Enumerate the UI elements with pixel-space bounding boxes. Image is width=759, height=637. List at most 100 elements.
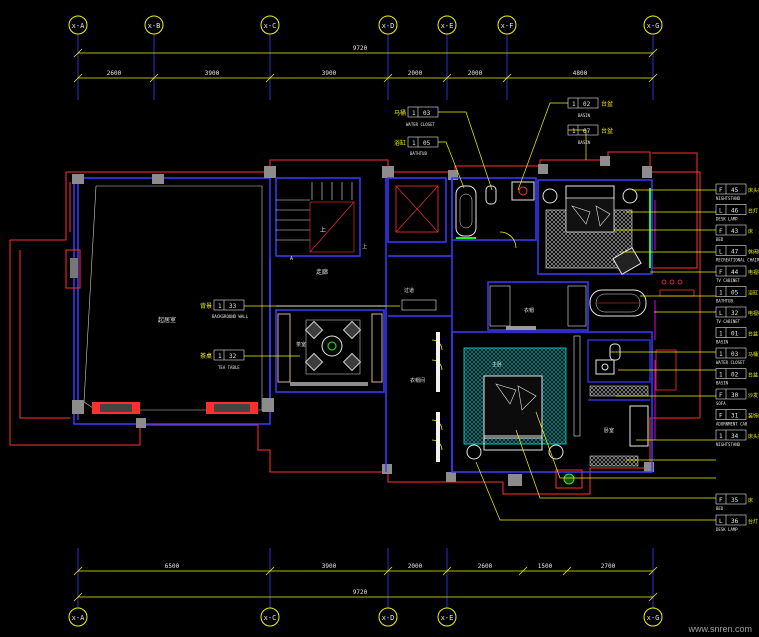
staircase [275,177,361,257]
callout-tags-right: F45床头柜NIGHTSTANDL46台灯DESK LAMPF43床BEDL47… [715,183,759,447]
callout-code: 45 [731,187,739,194]
top-axis-grid [77,34,654,100]
axis-bubble: x-A [68,607,88,627]
callout-cn: 床头柜 [748,433,759,440]
callout-cn: 台盆 [601,100,613,108]
callout-cn: 台盆 [748,372,758,379]
callout-num: L [719,518,723,525]
bottom-total-dimension: 9720 [353,589,368,596]
callout-en: DESK LAMP [716,217,738,222]
dimension-text: 3900 [205,70,220,77]
axis-label: x-B [148,22,161,30]
callout-num: 1 [719,351,723,358]
callout-code: 43 [731,228,739,235]
callout-en: ADORNMENT CAB [716,422,748,427]
right-service-rooms [587,339,651,467]
callout-code: 34 [731,433,739,440]
dimension-text: 2000 [408,70,423,77]
callout-num: 1 [412,140,416,147]
callout-code: 46 [731,208,739,215]
callout-cn: 背景 [200,302,212,310]
walkin-label: 衣帽间 [410,377,425,384]
bottom-dimension-lines [73,566,658,602]
dimension-text: 2000 [408,563,423,570]
callout-tag: 134床头柜NIGHTSTAND [715,429,759,447]
corridor2-label: 过道 [404,287,414,294]
callout-num: F [719,269,723,276]
callout-cn: 台灯 [748,518,758,525]
axis-bubble: x-A [68,15,88,35]
axis-label: x-C [264,614,277,622]
callout-cn: 装饰柜 [748,413,759,420]
living-room-diagonal [83,185,263,411]
axis-bubble: x-G [643,607,663,627]
corridor-label: 走廊 [316,268,328,276]
callout-tag: F45床头柜NIGHTSTAND [715,183,759,201]
bath-door-swing [499,231,517,249]
callout-cn: 休闲椅 [748,249,759,256]
callout-code: 36 [731,518,739,525]
bedroom-upper [537,179,653,275]
watermark: www.snren.com [687,624,752,634]
axis-bubble: x-C [260,15,280,35]
dimension-text: 2000 [468,70,483,77]
bedroom2-label: 卧室 [604,427,614,434]
axis-bubble: x-F [497,15,517,35]
top-bathroom [451,177,537,241]
dimension-text: 3900 [322,563,337,570]
tea-room-label: 茶室 [296,341,306,348]
top-axis-bubbles: x-A x-B x-C x-D x-E x-F x-G [68,15,663,35]
callout-tags-top: 1 03 马桶 WATER CLOSET 1 05 浴缸 BATHTUB 1 0… [394,97,613,156]
callout-leaders [244,102,716,521]
central-walls [387,177,453,472]
callout-cn: 浴缸 [394,139,406,147]
stair-mark-a: A [290,256,293,262]
callout-num: 1 [218,303,222,310]
dimension-text: 2600 [478,563,493,570]
lower-windows [92,402,258,414]
living-room-walls [73,177,271,425]
callout-num: 1 [719,433,723,440]
callout-en: BATHTUB [410,151,427,156]
callout-code: 03 [423,110,431,117]
dimension-text: 2600 [107,70,122,77]
callout-num: 1 [572,128,576,135]
axis-label: x-D [382,22,395,30]
axis-bubble: x-E [437,607,457,627]
callout-num: F [719,497,723,504]
callout-num: L [719,249,723,256]
callout-num: F [719,413,723,420]
stair-mark-b: 上 [362,243,367,250]
top-total-dimension: 9720 [353,45,368,52]
cloak-label: 衣帽 [524,307,534,314]
callout-num: 1 [719,372,723,379]
left-window-bay [65,249,81,289]
callout-cn: 浴缸 [748,290,758,297]
callout-cn: 床 [748,228,753,235]
callout-code: 02 [583,101,591,108]
axis-bubble: x-G [643,15,663,35]
top-dimension-lines [73,48,658,83]
callout-code: 07 [583,128,591,135]
callout-bathtub: 1 05 浴缸 BATHTUB [394,136,439,156]
callout-tag: L32电视柜TV CABINET [715,306,759,324]
dimension-text: 2700 [601,563,616,570]
callout-cn: 台盆 [748,331,758,338]
callout-cn: 台盆 [601,127,613,135]
callout-en: BASIN [716,340,729,345]
dimension-text: 1500 [538,563,553,570]
bottom-axis-bubbles: x-A x-C x-D x-E x-G [68,607,663,627]
callout-code: 32 [731,310,739,317]
axis-label: x-E [441,614,454,622]
dimension-text: 4800 [573,70,588,77]
callout-cn: 台灯 [748,208,758,215]
callout-en: TEA TABLE [218,365,240,370]
callout-num: 1 [572,101,576,108]
